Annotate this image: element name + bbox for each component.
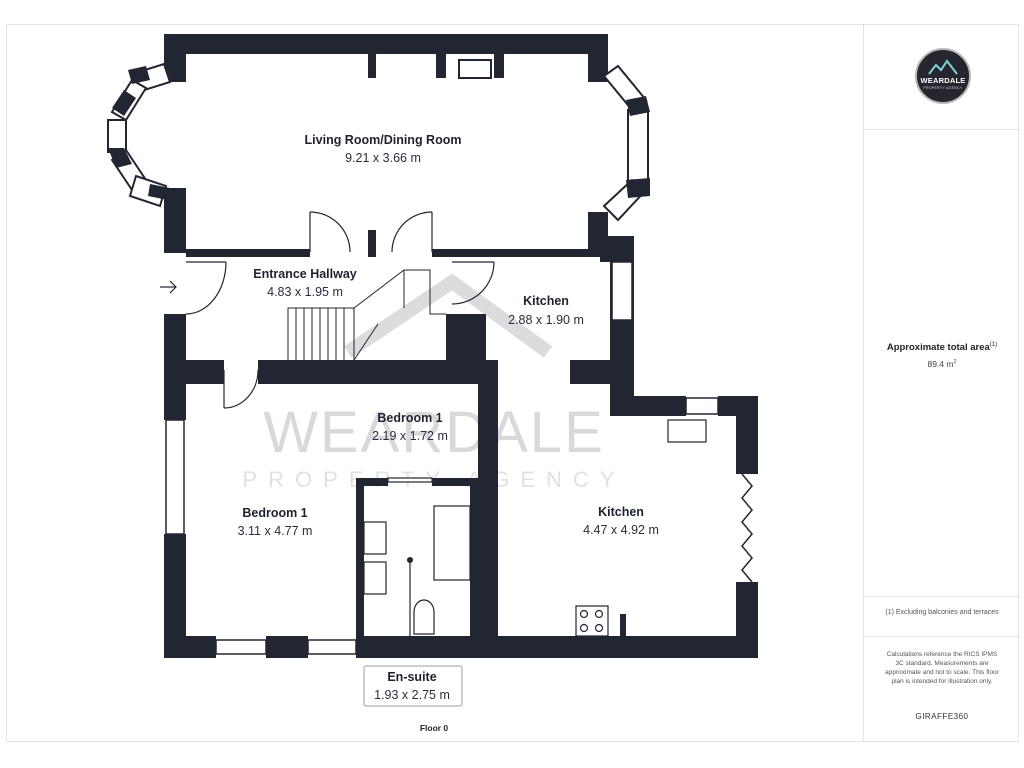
area-unit-sup: 2 [953,359,957,366]
doors [185,211,495,409]
entrance-arrow-icon [160,280,177,294]
kitchen-small-name: Kitchen [523,294,569,308]
hallway-dims: 4.83 x 1.95 m [267,285,343,299]
kitchen-large-name: Kitchen [598,505,644,519]
area-value-text: 89.4 m [927,359,954,369]
ensuite-dims: 1.93 x 2.75 m [374,688,450,702]
company-logo: WEARDALE PROPERTY AGENCY [915,48,971,104]
living-room-dims: 9.21 x 3.66 m [345,151,421,165]
bedroom-small-dims: 2.19 x 1.72 m [372,429,448,443]
watermark: WEARDALE PROPERTY AGENCY [242,273,615,492]
bifold-door [741,473,753,583]
plan-sheet [6,24,1019,742]
brand-label: GIRAFFE360 [915,712,969,721]
area-title-note: (1) [989,342,998,348]
panel-divider [864,129,1020,130]
kitchen-fixtures [575,419,707,637]
kitchen-large-dims: 4.47 x 4.92 m [583,523,659,537]
logo-word: WEARDALE [920,76,966,85]
living-room-name: Living Room/Dining Room [305,133,462,147]
sink-icon [363,521,387,555]
panel-divider [864,636,1020,637]
area-title-text: Approximate total area [886,342,990,354]
walls [164,34,758,658]
bedroom-small-name: Bedroom 1 [377,411,442,425]
sink-icon-2 [363,561,387,595]
area-title: Approximate total area(1) [864,342,1020,353]
room-labels: Living Room/Dining Room 9.21 x 3.66 m En… [238,133,659,702]
bay-corners [108,66,650,200]
watermark-line1: WEARDALE [263,400,605,465]
ensuite-name: En-suite [387,670,436,684]
disclaimer: Calculations reference the RICS IPMS 3C … [885,651,999,685]
footnote: (1) Excluding balconies and terraces [885,609,999,616]
bedroom-main-dims: 3.11 x 4.77 m [238,524,313,538]
hallway-name: Entrance Hallway [253,267,357,281]
bath-icon [433,505,471,581]
ensuite-fixtures [363,477,471,636]
ensuite-pin [407,557,413,563]
logo-mountain-icon [928,59,958,75]
toilet-icon [413,599,435,635]
windows [165,261,719,655]
stairs [287,269,446,361]
info-panel: WEARDALE PROPERTY AGENCY Approximate tot… [863,24,1020,742]
area-value: 89.4 m2 [864,359,1020,369]
watermark-mountain-icon [344,273,553,358]
kitchen-small-dims: 2.88 x 1.90 m [508,313,584,327]
kitchen-sink-icon [667,419,707,443]
panel-divider [864,596,1020,597]
ensuite-label-box [363,665,463,707]
hob-icon [575,605,609,637]
bedroom-main-name: Bedroom 1 [242,506,307,520]
floor-label: Floor 0 [419,723,449,733]
logo-subtitle: PROPERTY AGENCY [923,86,963,90]
